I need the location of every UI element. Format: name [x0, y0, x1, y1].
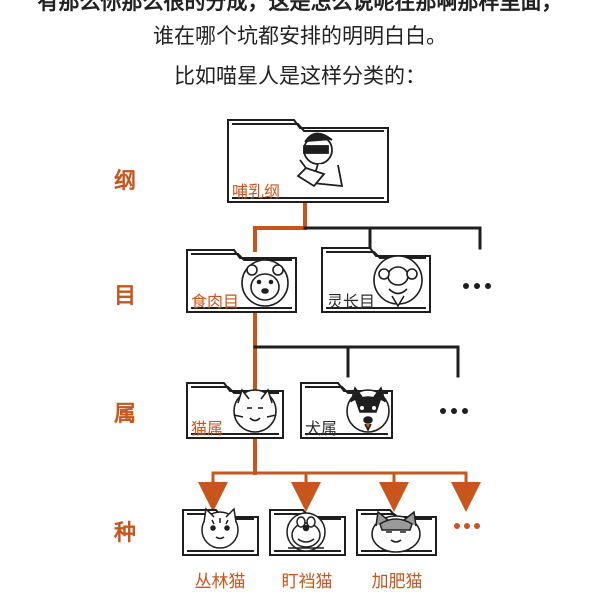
folder-species-robot-cat	[269, 509, 346, 556]
robot-cat-icon	[286, 512, 326, 552]
ellipsis-dots	[440, 283, 491, 414]
folder-species-jungle-cat	[182, 507, 259, 556]
bear-icon	[241, 259, 289, 307]
node-label-order-carnivora: 食肉目	[191, 292, 240, 311]
node-label-genus-canis: 犬属	[305, 419, 338, 438]
fat-cat-icon	[371, 510, 421, 553]
folder-order-carnivora	[186, 249, 297, 313]
intro-line-2: 谁在哪个坑都安排的明明白白。	[153, 24, 447, 48]
cat-icon	[233, 388, 277, 433]
folder-class-mammalia	[227, 119, 389, 203]
jungle-cat-icon	[201, 507, 239, 549]
intro-line-1: 有那么你那么很的分成，这是怎么说呢在那啊那样里面，	[37, 0, 563, 14]
folder-genus-felis	[186, 382, 284, 439]
folder-species-fat-cat	[356, 509, 437, 556]
species-label-jungle-cat: 丛林猫	[194, 572, 246, 592]
node-label-genus-felis: 猫属	[191, 419, 224, 438]
tree-connectors	[198, 203, 482, 512]
rank-class-label: 纲	[114, 169, 137, 194]
folder-order-primates	[321, 247, 431, 313]
intro-line-3: 比如喵星人是这样分类的：	[174, 64, 426, 88]
species-label-fat-cat: 加肥猫	[371, 572, 423, 592]
husky-icon	[346, 386, 390, 433]
ellipsis-dots-species	[454, 523, 480, 529]
rank-genus-label: 属	[114, 402, 137, 427]
rank-order-label: 目	[114, 284, 137, 309]
rank-species-label: 种	[114, 521, 137, 546]
node-label-order-primates: 灵长目	[327, 292, 376, 311]
node-label-class-mammalia: 哺乳纲	[232, 182, 281, 201]
species-label-robot-cat: 盯裆猫	[281, 572, 333, 592]
person-reading-icon	[296, 132, 344, 188]
monkey-icon	[373, 255, 423, 308]
folder-genus-canis	[300, 382, 393, 439]
